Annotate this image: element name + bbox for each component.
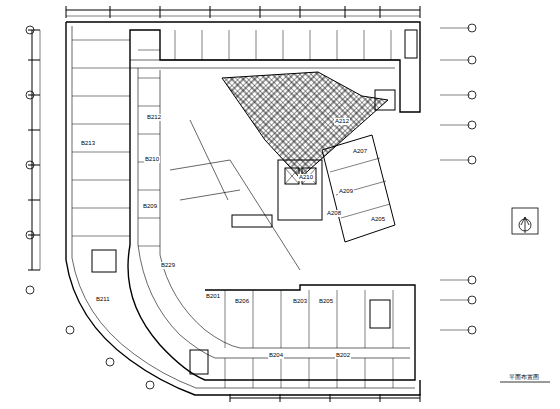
partition-wall bbox=[72, 96, 130, 97]
partition-wall bbox=[253, 290, 254, 348]
partition-wall bbox=[365, 290, 366, 348]
room-number: B210 bbox=[144, 156, 160, 163]
room-number: B212 bbox=[146, 114, 162, 121]
partition-wall bbox=[337, 290, 338, 348]
partition-wall bbox=[138, 106, 160, 107]
partition-wall bbox=[138, 190, 160, 191]
room-number: B203 bbox=[292, 298, 308, 305]
room-number: B209 bbox=[142, 203, 158, 210]
room-number: A210 bbox=[298, 174, 314, 181]
partition-wall bbox=[202, 30, 203, 60]
room-number: B213 bbox=[80, 140, 96, 147]
partition-wall bbox=[138, 246, 160, 247]
partition-wall bbox=[72, 208, 130, 209]
partition-wall bbox=[281, 358, 282, 388]
partition-wall bbox=[337, 30, 338, 60]
partition-wall bbox=[365, 358, 366, 388]
partition-wall bbox=[309, 290, 310, 348]
partition-wall bbox=[138, 134, 160, 135]
room-number: B211 bbox=[95, 296, 111, 303]
drawing-title: 平面布置图 bbox=[508, 374, 540, 381]
partition-wall bbox=[138, 50, 160, 51]
partition-wall bbox=[225, 290, 226, 348]
partition-wall bbox=[281, 290, 282, 348]
partition-wall bbox=[72, 40, 130, 41]
partition-wall bbox=[72, 124, 130, 125]
room-number: A205 bbox=[370, 216, 386, 223]
room-number: A208 bbox=[326, 210, 342, 217]
partition-wall bbox=[283, 30, 284, 60]
partition-wall bbox=[175, 30, 176, 60]
partition-wall bbox=[225, 358, 226, 388]
partition-wall bbox=[253, 358, 254, 388]
room-number: B206 bbox=[234, 298, 250, 305]
partition-wall bbox=[138, 78, 160, 79]
partition-wall bbox=[72, 236, 130, 237]
partition-wall bbox=[72, 68, 130, 69]
partition-wall bbox=[337, 358, 338, 388]
partition-wall bbox=[310, 30, 311, 60]
room-number: A207 bbox=[352, 148, 368, 155]
partition-wall bbox=[393, 290, 394, 348]
room-number: B229 bbox=[160, 262, 176, 269]
room-number: B201 bbox=[205, 293, 221, 300]
room-number: A209 bbox=[338, 188, 354, 195]
partition-wall bbox=[138, 218, 160, 219]
partition-wall bbox=[72, 180, 130, 181]
partition-wall bbox=[256, 30, 257, 60]
partition-wall bbox=[229, 30, 230, 60]
room-number: B202 bbox=[335, 352, 351, 359]
partition-wall bbox=[364, 30, 365, 60]
partition-wall bbox=[72, 152, 130, 153]
room-number: B204 bbox=[268, 352, 284, 359]
partition-wall bbox=[309, 358, 310, 388]
room-number: A212 bbox=[334, 118, 350, 125]
partition-wall bbox=[393, 358, 394, 388]
room-number: B205 bbox=[318, 298, 334, 305]
partition-wall bbox=[391, 30, 392, 60]
